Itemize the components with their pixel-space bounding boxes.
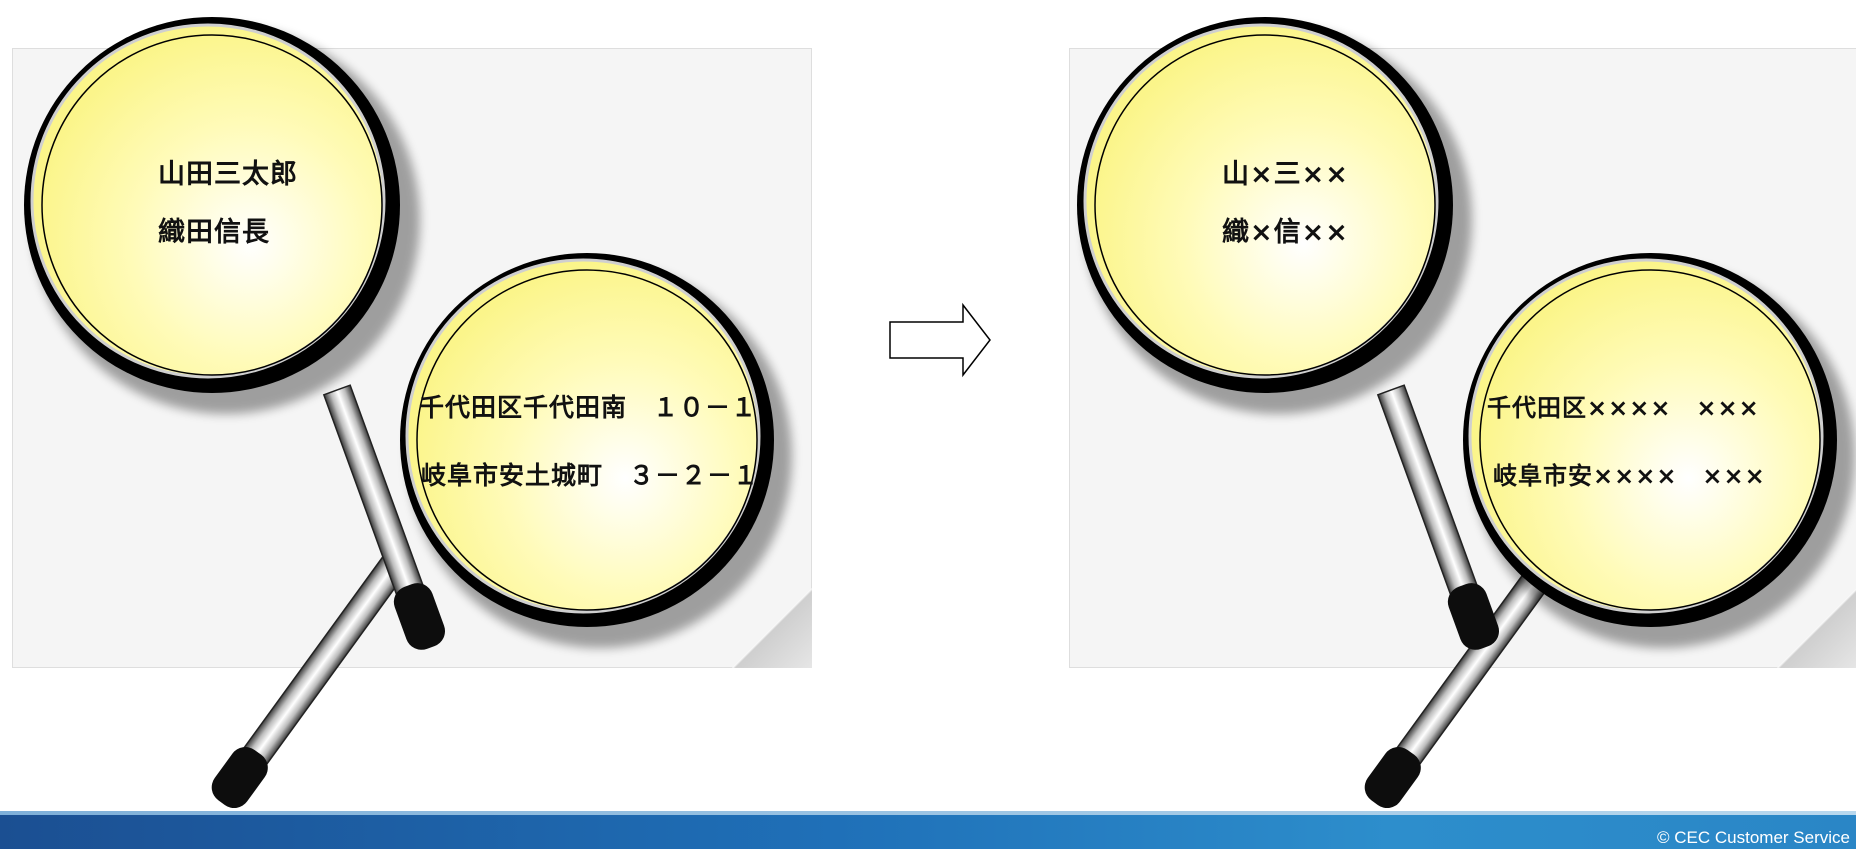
masked-name-2: 織×信××	[1222, 217, 1349, 248]
magnifier-1-lens	[24, 17, 420, 414]
copyright-text: © CEC Customer Service	[1657, 828, 1850, 847]
magnifier-4-lens	[1463, 253, 1855, 648]
arrow-right-icon	[889, 302, 991, 378]
magnifier-3-handle	[1376, 384, 1499, 650]
footer-divider	[0, 811, 1856, 815]
masked-address-2: 岐阜市安×××× ×××	[1493, 462, 1766, 490]
original-name-2: 織田信長	[158, 217, 270, 248]
original-name-1: 山田三太郎	[158, 159, 298, 190]
masked-name-1: 山×三××	[1222, 159, 1349, 190]
magnifier-3-lens	[1077, 17, 1472, 414]
original-address-1: 千代田区千代田南 １０－１	[419, 393, 758, 422]
magnifier-2-handle	[211, 550, 411, 809]
magnifier-1-handle	[322, 384, 445, 650]
masked-address-1: 千代田区×××× ×××	[1487, 394, 1760, 422]
magnifier-2-lens	[400, 253, 792, 648]
footer-bar: © CEC Customer Service	[0, 815, 1856, 849]
original-address-2: 岐阜市安土城町 ３－２－１	[421, 461, 760, 490]
